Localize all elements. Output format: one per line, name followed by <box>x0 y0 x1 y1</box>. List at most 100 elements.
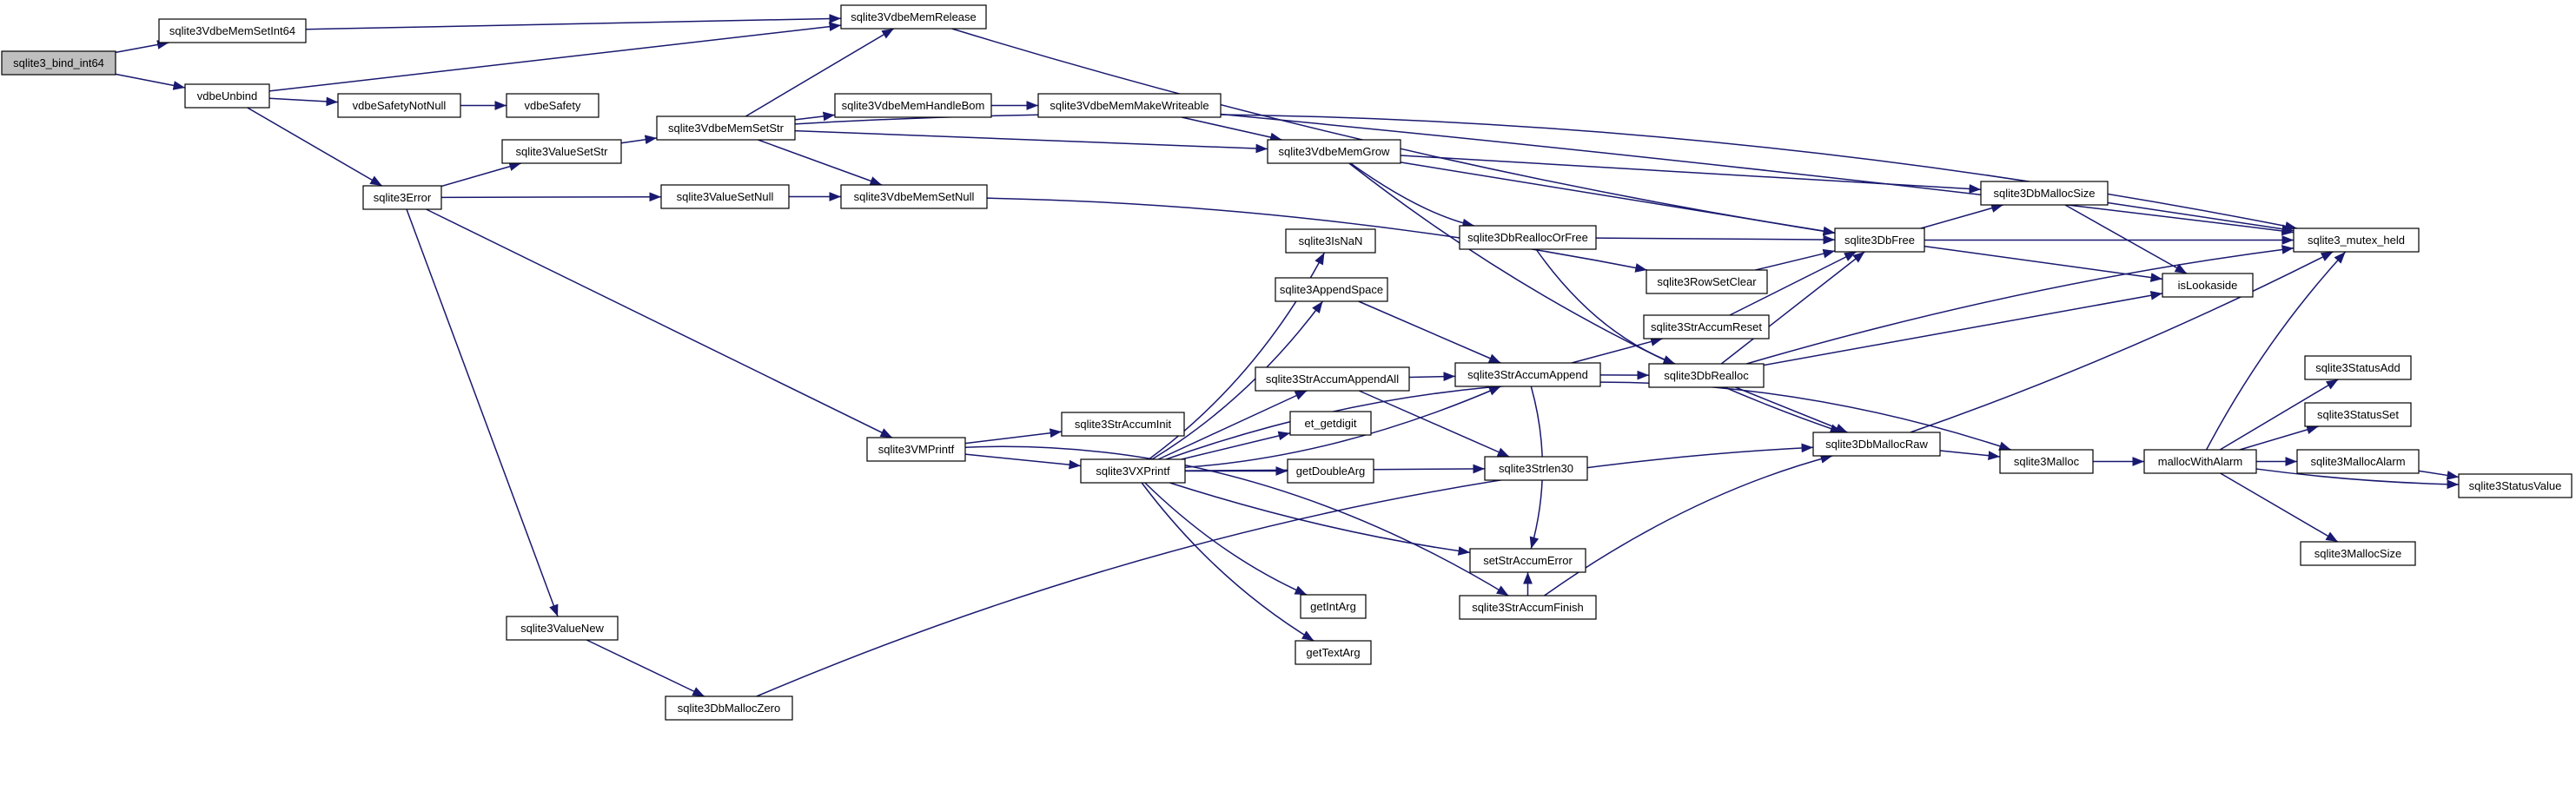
node-sqlite3Strlen30[interactable]: sqlite3Strlen30 <box>1484 456 1588 481</box>
edge-sqlite3DbMallocRaw-to-sqlite3_mutex_held <box>1910 251 2334 433</box>
node-label: sqlite3VdbeMemMakeWriteable <box>1050 99 1209 112</box>
node-sqlite3_bind_int64[interactable]: sqlite3_bind_int64 <box>1 50 116 76</box>
edge-sqlite3VXPrintf-to-getTextArg <box>1141 482 1314 642</box>
edge-vdbeUnbind-to-vdbeSafetyNotNull <box>268 96 339 107</box>
node-label: sqlite3DbMallocSize <box>1993 187 2095 200</box>
node-sqlite3DbMallocSize[interactable]: sqlite3DbMallocSize <box>1980 181 2109 206</box>
node-box <box>2300 541 2416 566</box>
node-box <box>2304 402 2412 427</box>
edge-sqlite3VdbeMemSetStr-to-sqlite3VdbeMemGrow <box>794 129 1268 154</box>
node-box <box>1285 228 1376 254</box>
edge-sqlite3DbReallocOrFree-to-sqlite3DbRealloc <box>1535 248 1676 365</box>
edge-sqlite3Error-to-sqlite3ValueNew <box>406 208 559 617</box>
node-sqlite3StrAccumAppend[interactable]: sqlite3StrAccumAppend <box>1454 362 1601 387</box>
node-sqlite3DbRealloc[interactable]: sqlite3DbRealloc <box>1648 363 1765 388</box>
node-vdbeSafetyNotNull[interactable]: vdbeSafetyNotNull <box>337 93 461 118</box>
node-box <box>665 695 793 721</box>
node-vdbeSafety[interactable]: vdbeSafety <box>506 93 599 118</box>
node-et_getdigit[interactable]: et_getdigit <box>1289 411 1372 436</box>
node-label: sqlite3AppendSpace <box>1280 283 1383 296</box>
edge-mallocWithAlarm-to-sqlite3_mutex_held <box>2205 251 2347 451</box>
node-sqlite3VdbeMemSetNull[interactable]: sqlite3VdbeMemSetNull <box>840 184 988 209</box>
node-sqlite3Error[interactable]: sqlite3Error <box>362 185 442 210</box>
node-sqlite3StatusAdd[interactable]: sqlite3StatusAdd <box>2304 355 2412 380</box>
node-label: sqlite3VdbeMemRelease <box>851 10 977 23</box>
node-mallocWithAlarm[interactable]: mallocWithAlarm <box>2143 449 2257 474</box>
node-sqlite3StatusSet[interactable]: sqlite3StatusSet <box>2304 402 2412 427</box>
node-sqlite3IsNaN[interactable]: sqlite3IsNaN <box>1285 228 1376 254</box>
node-box <box>2162 273 2254 298</box>
node-sqlite3VdbeMemGrow[interactable]: sqlite3VdbeMemGrow <box>1267 139 1401 164</box>
node-label: sqlite3_bind_int64 <box>13 56 104 69</box>
node-sqlite3DbMallocZero[interactable]: sqlite3DbMallocZero <box>665 695 793 721</box>
edge-sqlite3VXPrintf-to-setStrAccumError <box>1169 482 1471 556</box>
node-sqlite3StatusValue[interactable]: sqlite3StatusValue <box>2458 473 2573 498</box>
edge-mallocWithAlarm-to-sqlite3MallocSize <box>2220 472 2339 543</box>
node-label: sqlite3MallocAlarm <box>2310 455 2405 468</box>
node-label: setStrAccumError <box>1483 554 1573 567</box>
edge-sqlite3StrAccumReset-to-sqlite3DbFree <box>1729 251 1857 316</box>
node-sqlite3MallocAlarm[interactable]: sqlite3MallocAlarm <box>2296 449 2420 474</box>
node-sqlite3DbMallocRaw[interactable]: sqlite3DbMallocRaw <box>1812 432 1941 457</box>
node-getDoubleArg[interactable]: getDoubleArg <box>1287 458 1374 484</box>
node-box <box>337 93 461 118</box>
node-box <box>1300 594 1367 619</box>
node-label: sqlite3StrAccumReset <box>1651 320 1762 333</box>
node-sqlite3StrAccumInit[interactable]: sqlite3StrAccumInit <box>1061 412 1185 437</box>
node-isLookaside[interactable]: isLookaside <box>2162 273 2254 298</box>
edge-sqlite3VXPrintf-to-sqlite3StrAccumAppend <box>1184 386 1501 469</box>
node-sqlite3DbFree[interactable]: sqlite3DbFree <box>1834 227 1925 253</box>
edge-vdbeUnbind-to-sqlite3VdbeMemRelease <box>268 22 842 92</box>
node-box <box>1 50 116 76</box>
node-box <box>1648 363 1765 388</box>
edge-sqlite3VMPrintf-to-sqlite3StrAccumInit <box>964 428 1063 445</box>
node-box <box>184 83 270 109</box>
node-sqlite3VdbeMemHandleBom[interactable]: sqlite3VdbeMemHandleBom <box>834 93 992 118</box>
nodes-layer: sqlite3_bind_int64 sqlite3VdbeMemSetInt64… <box>1 4 2573 721</box>
edge-sqlite3ValueSetStr-to-sqlite3VdbeMemSetStr <box>620 135 658 145</box>
node-sqlite3VdbeMemSetInt64[interactable]: sqlite3VdbeMemSetInt64 <box>158 18 307 43</box>
node-sqlite3VdbeMemSetStr[interactable]: sqlite3VdbeMemSetStr <box>656 115 796 141</box>
node-sqlite3VMPrintf[interactable]: sqlite3VMPrintf <box>866 437 966 462</box>
node-sqlite3ValueSetNull[interactable]: sqlite3ValueSetNull <box>660 184 790 209</box>
node-sqlite3MallocSize[interactable]: sqlite3MallocSize <box>2300 541 2416 566</box>
node-box <box>1812 432 1941 457</box>
node-sqlite3AppendSpace[interactable]: sqlite3AppendSpace <box>1275 277 1388 302</box>
node-sqlite3Malloc[interactable]: sqlite3Malloc <box>1999 449 2094 474</box>
node-box <box>1459 595 1597 620</box>
node-vdbeUnbind[interactable]: vdbeUnbind <box>184 83 270 109</box>
edge-sqlite3DbMallocSize-to-sqlite3_mutex_held <box>2107 201 2295 234</box>
edge-sqlite3VdbeMemGrow-to-sqlite3DbMallocSize <box>1400 155 1982 194</box>
node-box <box>1275 277 1388 302</box>
edge-sqlite3AppendSpace-to-sqlite3StrAccumAppend <box>1358 300 1501 364</box>
node-sqlite3RowSetClear[interactable]: sqlite3RowSetClear <box>1646 269 1768 294</box>
node-label: sqlite3StatusAdd <box>2315 361 2401 374</box>
edge-sqlite3VdbeMemSetStr-to-sqlite3_mutex_held <box>794 113 2297 231</box>
edge-sqlite3Error-to-sqlite3ValueSetStr <box>440 161 521 188</box>
node-label: sqlite3ValueNew <box>520 622 604 635</box>
node-sqlite3StrAccumFinish[interactable]: sqlite3StrAccumFinish <box>1459 595 1597 620</box>
edge-sqlite3MallocAlarm-to-sqlite3StatusValue <box>2418 470 2460 480</box>
node-sqlite3StrAccumReset[interactable]: sqlite3StrAccumReset <box>1643 314 1770 339</box>
node-sqlite3VdbeMemMakeWriteable[interactable]: sqlite3VdbeMemMakeWriteable <box>1037 93 1222 118</box>
node-sqlite3VXPrintf[interactable]: sqlite3VXPrintf <box>1080 458 1186 484</box>
node-label: sqlite3VdbeMemSetStr <box>668 122 785 135</box>
node-getTextArg[interactable]: getTextArg <box>1295 640 1372 665</box>
node-sqlite3StrAccumAppendAll[interactable]: sqlite3StrAccumAppendAll <box>1255 366 1410 392</box>
node-sqlite3DbReallocOrFree[interactable]: sqlite3DbReallocOrFree <box>1459 225 1597 250</box>
node-sqlite3VdbeMemRelease[interactable]: sqlite3VdbeMemRelease <box>840 4 987 30</box>
node-sqlite3ValueNew[interactable]: sqlite3ValueNew <box>506 616 619 641</box>
edge-sqlite3VXPrintf-to-sqlite3AppendSpace <box>1151 300 1324 460</box>
node-label: vdbeUnbind <box>197 89 257 102</box>
node-label: sqlite3ValueSetStr <box>516 145 609 158</box>
node-sqlite3_mutex_held[interactable]: sqlite3_mutex_held <box>2293 227 2420 253</box>
node-getIntArg[interactable]: getIntArg <box>1300 594 1367 619</box>
node-sqlite3ValueSetStr[interactable]: sqlite3ValueSetStr <box>501 139 622 164</box>
edge-sqlite3DbFree-to-sqlite3DbMallocSize <box>1920 203 2003 229</box>
edge-mallocWithAlarm-to-sqlite3StatusValue <box>2255 468 2460 490</box>
node-label: sqlite3StrAccumAppendAll <box>1266 372 1399 386</box>
edge-sqlite3VdbeMemMakeWriteable-to-sqlite3VdbeMemGrow <box>1181 116 1282 142</box>
node-setStrAccumError[interactable]: setStrAccumError <box>1469 548 1586 573</box>
edge-sqlite3VMPrintf-to-sqlite3StrAccumFinish <box>964 445 1509 597</box>
node-box <box>1289 411 1372 436</box>
